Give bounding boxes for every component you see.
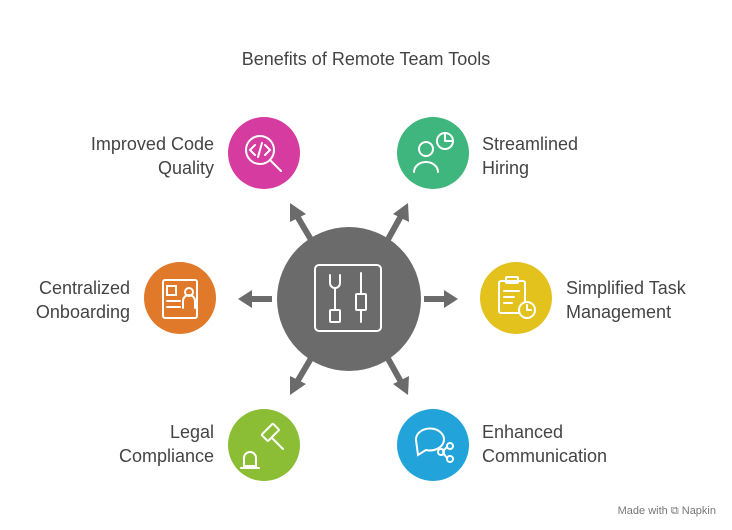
footer-brand: Napkin (681, 505, 716, 517)
benefit-label-line1: Centralized (38, 278, 130, 298)
benefit-node-task-management (480, 262, 552, 334)
arrow-up-left (290, 203, 316, 245)
center-hub (277, 227, 421, 371)
benefit-label-line2: Quality (157, 158, 214, 178)
id-card-icon (162, 279, 198, 319)
clipboard-clock-icon (498, 276, 536, 319)
arrow-left (238, 290, 272, 308)
benefit-node-legal-compliance (228, 409, 300, 481)
benefit-label-line2: Onboarding (35, 302, 130, 322)
benefit-node-hiring (397, 117, 469, 189)
arrow-down-left (290, 353, 316, 395)
arrow-right (424, 290, 458, 308)
benefit-label-communication: Enhanced Communication (482, 420, 607, 468)
code-magnifier-icon (245, 135, 282, 172)
benefit-label-legal-compliance: Legal Compliance (119, 420, 214, 468)
arrow-down-right (383, 353, 409, 395)
benefit-label-line1: Streamlined (482, 134, 579, 154)
benefit-label-line1: Improved Code (90, 134, 214, 154)
benefit-label-line2: Communication (482, 446, 608, 466)
diagram-title: Benefits of Remote Team Tools (241, 49, 491, 69)
benefit-label-code-quality: Improved Code Quality (91, 132, 214, 180)
benefit-label-line1: Enhanced (482, 422, 564, 442)
benefit-node-code-quality (228, 117, 300, 189)
footer-made-with: Made with (617, 505, 668, 517)
benefit-label-task-management: Simplified Task Management (566, 276, 686, 324)
gavel-icon (240, 422, 284, 469)
chat-share-icon (414, 427, 454, 463)
napkin-logo-icon: ⧉ (670, 505, 679, 517)
benefit-node-onboarding (144, 262, 216, 334)
napkin-footer[interactable]: Made with ⧉ Napkin (618, 505, 716, 518)
benefit-label-line1: Simplified Task (566, 278, 686, 298)
benefit-label-line1: Legal (169, 422, 214, 442)
benefit-label-line2: Hiring (482, 158, 530, 178)
person-chart-icon (413, 132, 454, 173)
arrows (238, 203, 458, 395)
tools-wrench-screwdriver-icon (314, 264, 382, 332)
benefit-node-communication (397, 409, 469, 481)
benefit-label-onboarding: Centralized Onboarding (36, 276, 130, 324)
benefit-label-hiring: Streamlined Hiring (482, 132, 578, 180)
benefit-label-line2: Compliance (118, 446, 214, 466)
arrow-up-right (383, 203, 409, 245)
benefit-label-line2: Management (566, 302, 672, 322)
